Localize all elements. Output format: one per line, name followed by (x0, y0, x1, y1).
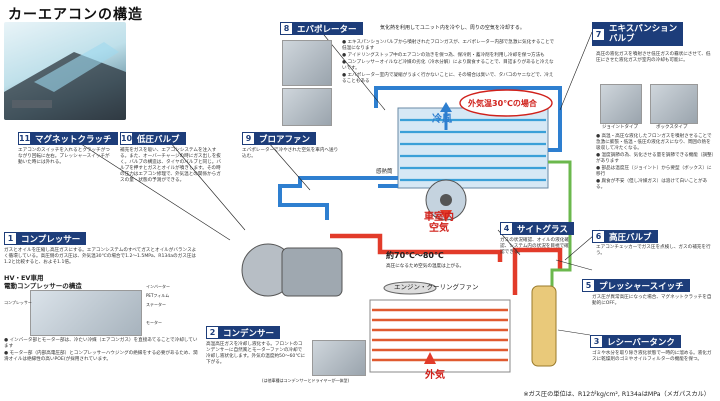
section-3-title: レシーバータンク (607, 337, 675, 348)
section-9-header: 9 ブロアファン (242, 132, 317, 145)
section-4-title: サイトグラス (517, 224, 568, 235)
hv-part-label: ステーター (146, 302, 166, 307)
liquid-line (548, 160, 572, 300)
section-6-number: 6 (592, 230, 605, 243)
section-7-bullet: ● 高温・高圧な液化したフロンガスを噴射させることで急激に膨張・低温・低圧の液化… (596, 134, 712, 151)
low-pressure-pipe (278, 176, 398, 220)
section-7-number: 7 (592, 27, 605, 41)
joint-type-label: ジョイントタイプ (602, 125, 638, 130)
section-2-text: 高温高圧ガスを冷却し液化する。フロントのコンデンサーに自然風とモーターファンの冷… (206, 342, 306, 365)
section-3-text: ゴミや水分を取り除き液化状態で一時的に溜める。液化ガスに乾燥剤のゴミやオイルフィ… (592, 351, 712, 362)
expansion-valve-joint-photo (600, 84, 642, 124)
condenser-photo (312, 340, 366, 376)
section-6-title: 高圧バルブ (609, 232, 652, 243)
section-7-header: 7 エキスパンション バルブ (592, 22, 684, 46)
section-4-header: 4 サイトグラス (500, 222, 574, 235)
section-8-number: 8 (280, 22, 293, 35)
section-9-title: ブロアファン (259, 134, 311, 145)
high-pressure-pipe (330, 233, 503, 262)
section-5-text: ガス圧が異常高圧になった場合、マグネットクラッチを自動的にOFF。 (592, 295, 712, 306)
page-title: カーエアコンの構造 (8, 7, 143, 23)
low-pressure-pipe-top (374, 86, 562, 152)
hv-bullet: ● インバータ部とモーター部は、冷たい冷媒（エアコンガス）を直接あてることで冷却… (4, 338, 198, 349)
hv-bullets: ● インバータ部とモーター部は、冷たい冷媒（エアコンガス）を直接あてることで冷却… (4, 338, 200, 364)
condenser-core (369, 299, 511, 373)
section-3-number: 3 (590, 335, 603, 348)
outside-temp-label: 外気温30℃の場合 (468, 99, 537, 108)
section-11-header: 11 マグネットクラッチ (18, 132, 118, 145)
hot-note: 高圧になるため空気の温度は上がる。 (386, 264, 465, 269)
fan-label: エンジン・クーリングファン (394, 283, 479, 291)
cabin-air-label: 車室内 空気 (424, 212, 454, 234)
car-interior-photo (4, 22, 126, 120)
section-7-text: 高圧の液化ガスを噴射させ低圧ガスの霧状にさせて、低圧にさせた液化ガスが室内の冷却… (596, 52, 711, 63)
section-8-subtitle: 気化熱を利用してユニット内を冷やし、周りの空気を冷却する。 (380, 25, 525, 31)
hv-title: HV・EV車用 (4, 274, 44, 282)
section-8-bullet: ● アイドリングストップ中のエアコンの効きを保つ為、保冷剤・蓄冷剤を利用し冷却を… (342, 53, 545, 58)
section-8-bullet: ● エバポレーター室内で凝縮がうまく行かないことに、その場合は臭いで、タバコのヤ… (342, 73, 554, 84)
section-7-bullet: ● 温度調節の為、気化させる量を調節できる機能（調整）があります (596, 153, 714, 164)
outside-air-label: 外気 (425, 370, 445, 381)
section-6-header: 6 高圧バルブ (592, 230, 658, 243)
section-2-header: 2 コンデンサー (206, 326, 281, 339)
section-1-number: 1 (4, 232, 17, 245)
high-pressure-pipe-2 (512, 247, 563, 295)
box-type-label: ボックスタイプ (656, 125, 688, 130)
electric-compressor-illustration (30, 290, 142, 336)
compressor-shape (241, 243, 343, 297)
section-1-text: ガスとオイルを圧縮し高圧ガスにする。エアコンシステムのすべてガスとオイルがバラン… (4, 248, 197, 265)
section-2-title: コンデンサー (223, 328, 275, 339)
section-4-text: ガスの状況確認、オイルの液化確認、システム内の状況を目視で確認できる。 (500, 238, 569, 255)
evaporator-core (397, 107, 549, 189)
evaporator-photo (282, 40, 332, 86)
hv-part-label: モーター (146, 320, 162, 325)
hv-subtitle: 電動コンプレッサーの構造 (4, 282, 82, 290)
section-2-number: 2 (206, 326, 219, 339)
section-8-bullet: ● エキスパンションバルブから噴射されたフロンガスが、エバポレーター内部で急激に… (342, 40, 555, 51)
section-1-header: 1 コンプレッサー (4, 232, 87, 245)
section-7-bullet: ● 部品は温度圧（ジョイント）から要型（ボックス）に移行 (596, 166, 712, 177)
section-8-bullet: ● コンプレッサーオイルなど冷媒の劣化（冷水分解）により腐食することで、目詰まり… (342, 60, 554, 71)
expansion-valve-box-photo (650, 84, 698, 124)
section-5-header: 5 プレッシャースイッチ (582, 279, 690, 292)
section-7-bullets: ● 高温・高圧な液化したフロンガスを噴射させることで急激に膨張・低温・低圧の液化… (596, 134, 714, 192)
hv-part-label: インバーター (146, 284, 170, 289)
hv-part-label: PETフィルム (146, 293, 170, 298)
section-11-text: エアコンのスイッチを入れるとクラッチがつながり回転に左右。プレッシャースイッチが… (18, 148, 110, 165)
hv-part-label: コンプレッサー (4, 300, 32, 305)
receiver-tank-shape (531, 285, 557, 367)
section-10-text: 補充をガスを吸い、エアコンシステムを注入する。また、オーバーチャージの時にガス出… (120, 148, 221, 183)
section-9-number: 9 (242, 132, 255, 145)
gas-pressure-footnote: ※ガス圧の単位は、R12がkg/cm², R134aはMPa（メガパスカル） (523, 391, 710, 398)
section-8-bullets: ● エキスパンションバルブから噴射されたフロンガスが、エバポレーター内部で急激に… (342, 40, 556, 86)
section-1-title: コンプレッサー (21, 234, 81, 245)
section-7-title: エキスパンション バルブ (609, 24, 678, 44)
section-4-number: 4 (500, 222, 513, 235)
section-6-text: エアコンチェッカーでガス圧を点検し、ガスの補充を行う。 (596, 245, 711, 256)
hv-bullet: ● モーター部（内部高電圧部）とコンプレッサーハウジングの絶縁をする必要があるた… (4, 351, 198, 362)
section-3-header: 3 レシーバータンク (590, 335, 681, 348)
section-11-number: 11 (18, 132, 31, 145)
section-8-title: エバポレーター (297, 24, 357, 35)
condenser-caption: (は他車種はコンデンサーとドライヤーが一体型) (262, 378, 350, 383)
hot-temp-label: 約70℃～80℃ (386, 251, 444, 260)
section-7-bullet: ● 腐食が不安（但し冷媒ガス）は溶けて白いことがある。 (596, 179, 708, 190)
section-10-number: 10 (120, 132, 133, 145)
windshield-graphic (4, 42, 126, 120)
section-8-header: 8 エバポレーター (280, 22, 363, 35)
section-5-title: プレッシャースイッチ (599, 281, 684, 292)
section-11-title: マグネットクラッチ (35, 134, 112, 145)
sensor-label: 感熱筒 (376, 169, 393, 175)
section-10-title: 低圧バルブ (137, 134, 180, 145)
outside-air-arrow (424, 352, 436, 364)
cold-air-label: 冷風 (432, 114, 452, 125)
evaporator-photo-2 (282, 88, 332, 126)
section-9-text: エバポレーターで冷やされた空気を車内へ送り込む。 (242, 148, 339, 159)
section-5-number: 5 (582, 279, 595, 292)
section-10-header: 10 低圧バルブ (120, 132, 186, 145)
engine-fan-shape (383, 281, 437, 295)
outside-temp-bubble (459, 89, 553, 117)
